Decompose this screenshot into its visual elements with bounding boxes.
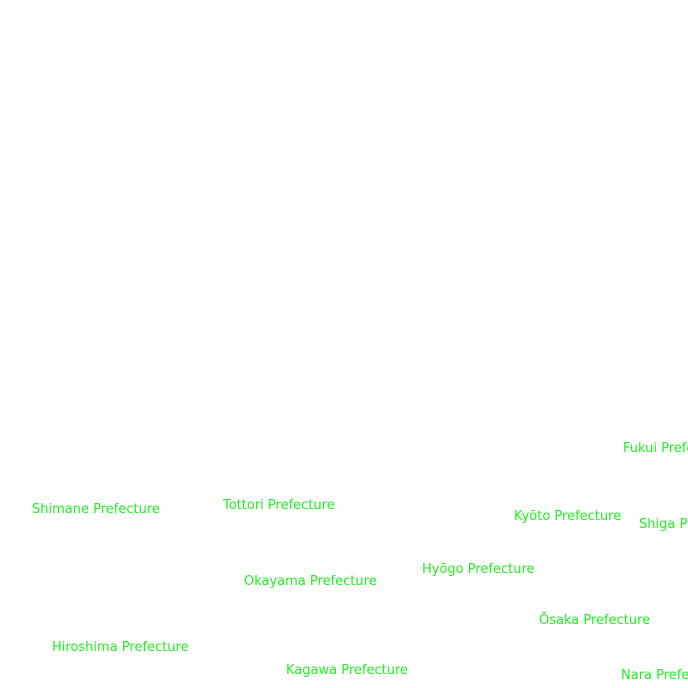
label-kagawa-prefecture: Kagawa Prefecture <box>286 663 408 678</box>
label-okayama-prefecture: Okayama Prefecture <box>244 574 377 589</box>
label-shiga-prefecture: Shiga Prefecture <box>639 517 688 532</box>
label-kyoto-prefecture: Kyōto Prefecture <box>514 509 622 524</box>
label-hiroshima-prefecture: Hiroshima Prefecture <box>52 640 189 655</box>
label-nara-prefecture: Nara Prefecture <box>621 668 688 683</box>
label-tottori-prefecture: Tottori Prefecture <box>223 498 335 513</box>
label-osaka-prefecture: Ōsaka Prefecture <box>539 613 651 628</box>
label-shimane-prefecture: Shimane Prefecture <box>32 502 160 517</box>
label-fukui-prefecture: Fukui Prefecture <box>623 441 688 456</box>
label-hyogo-prefecture: Hyōgo Prefecture <box>422 562 535 577</box>
